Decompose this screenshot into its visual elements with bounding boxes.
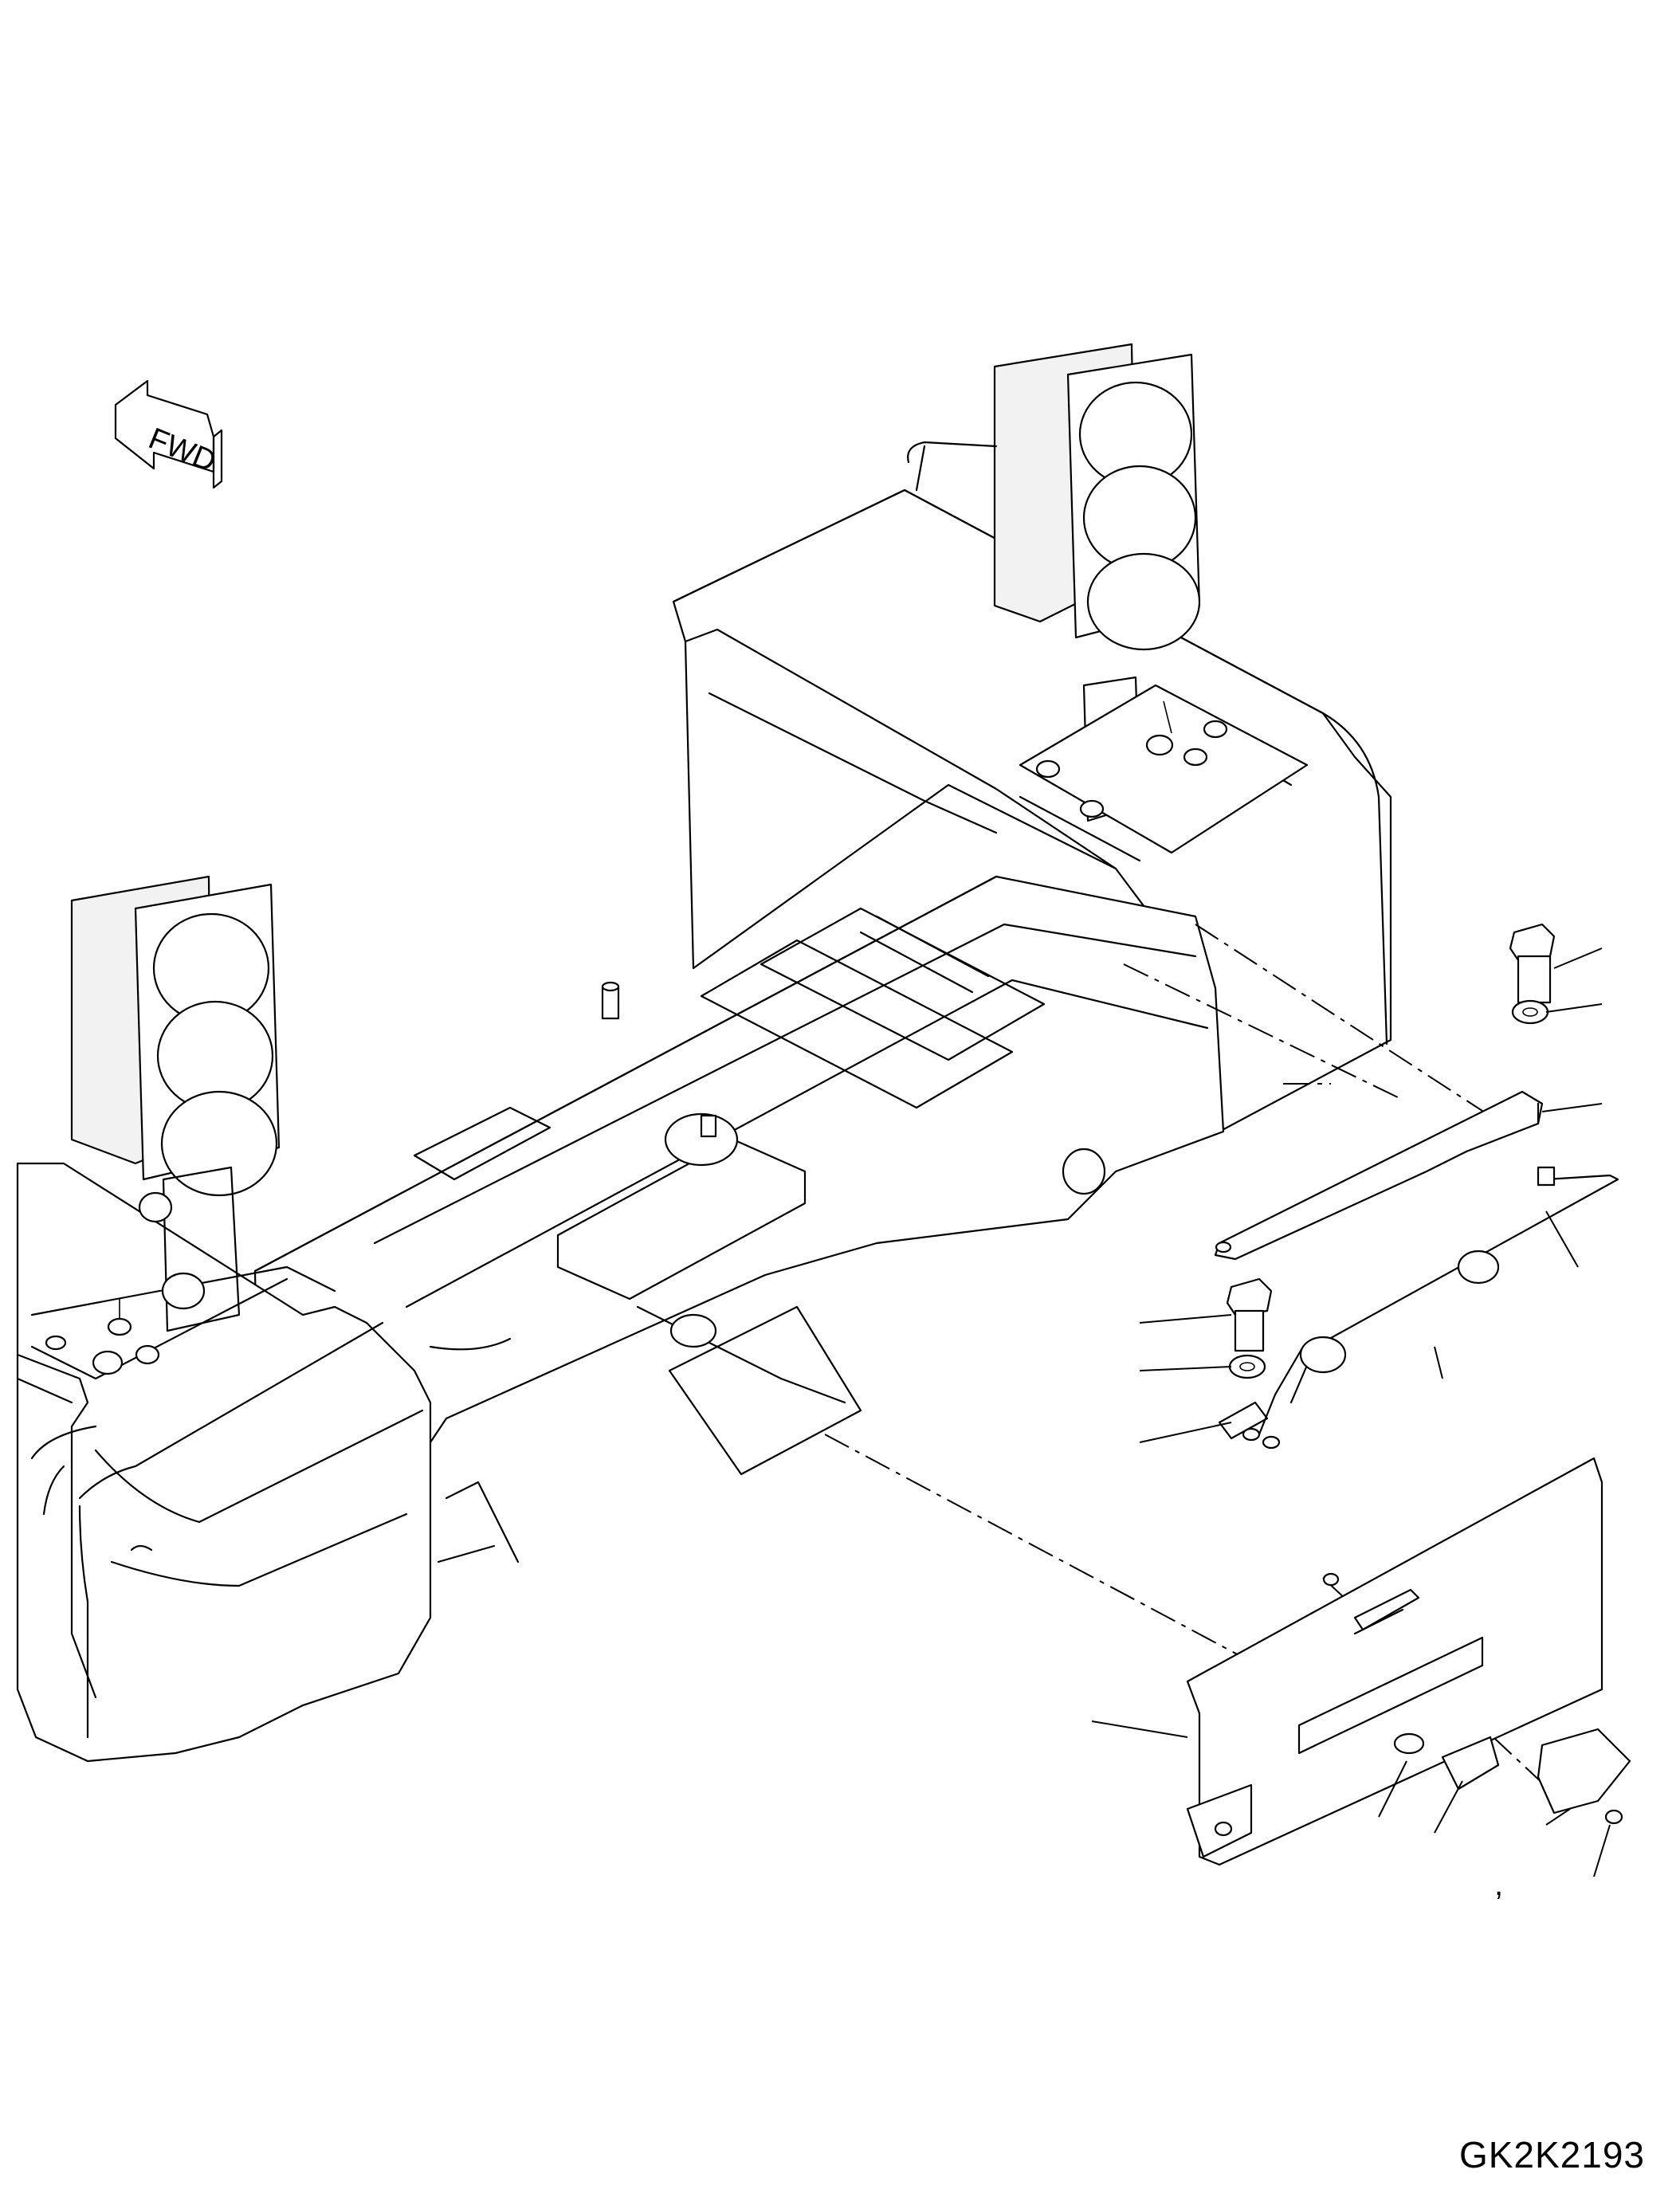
lamp-assembly-front [72, 877, 279, 1335]
fwd-arrow-icon: FWD [116, 381, 222, 488]
main-frame [255, 877, 1223, 1658]
leader-lines [1092, 948, 1610, 1877]
stray-mark: , [1494, 1867, 1503, 1902]
drawing-code: GK2K2193 [1458, 2134, 1645, 2175]
counterweight-front [18, 1163, 430, 1761]
exploded-parts [1187, 924, 1630, 1865]
lamp-assembly-rear [908, 344, 1307, 853]
